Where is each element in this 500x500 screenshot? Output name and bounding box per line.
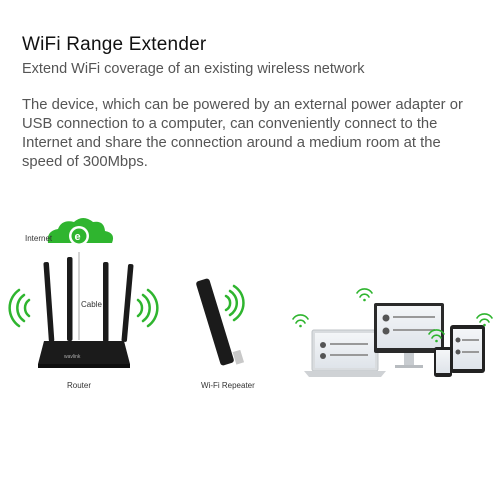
- wifi-signal-icon: [428, 329, 445, 343]
- page-title: WiFi Range Extender: [22, 34, 207, 55]
- wifi-signal-icon: [356, 288, 373, 302]
- internet-e-glyph: e: [75, 231, 81, 243]
- page-subtitle: Extend WiFi coverage of an existing wire…: [22, 61, 365, 77]
- wifi-signal-icon: [224, 284, 245, 322]
- wifi-signal-icon: [476, 313, 493, 327]
- client-devices-image: [304, 303, 485, 377]
- wifi-signal-icon: [136, 288, 159, 328]
- wifi-signal-icon: [8, 288, 31, 328]
- internet-cloud-icon: e: [47, 218, 114, 246]
- wifi-repeater-image: [196, 278, 245, 366]
- internet-label: Internet: [25, 234, 53, 243]
- router-brand-mark: wavlink: [64, 354, 81, 360]
- router-label: Router: [67, 381, 92, 390]
- description-text: The device, which can be powered by an e…: [22, 97, 463, 170]
- router-image: wavlink: [38, 257, 134, 368]
- repeater-label: Wi-Fi Repeater: [201, 381, 255, 390]
- cable-label: Cable: [81, 300, 102, 309]
- wifi-signal-icon: [292, 314, 309, 328]
